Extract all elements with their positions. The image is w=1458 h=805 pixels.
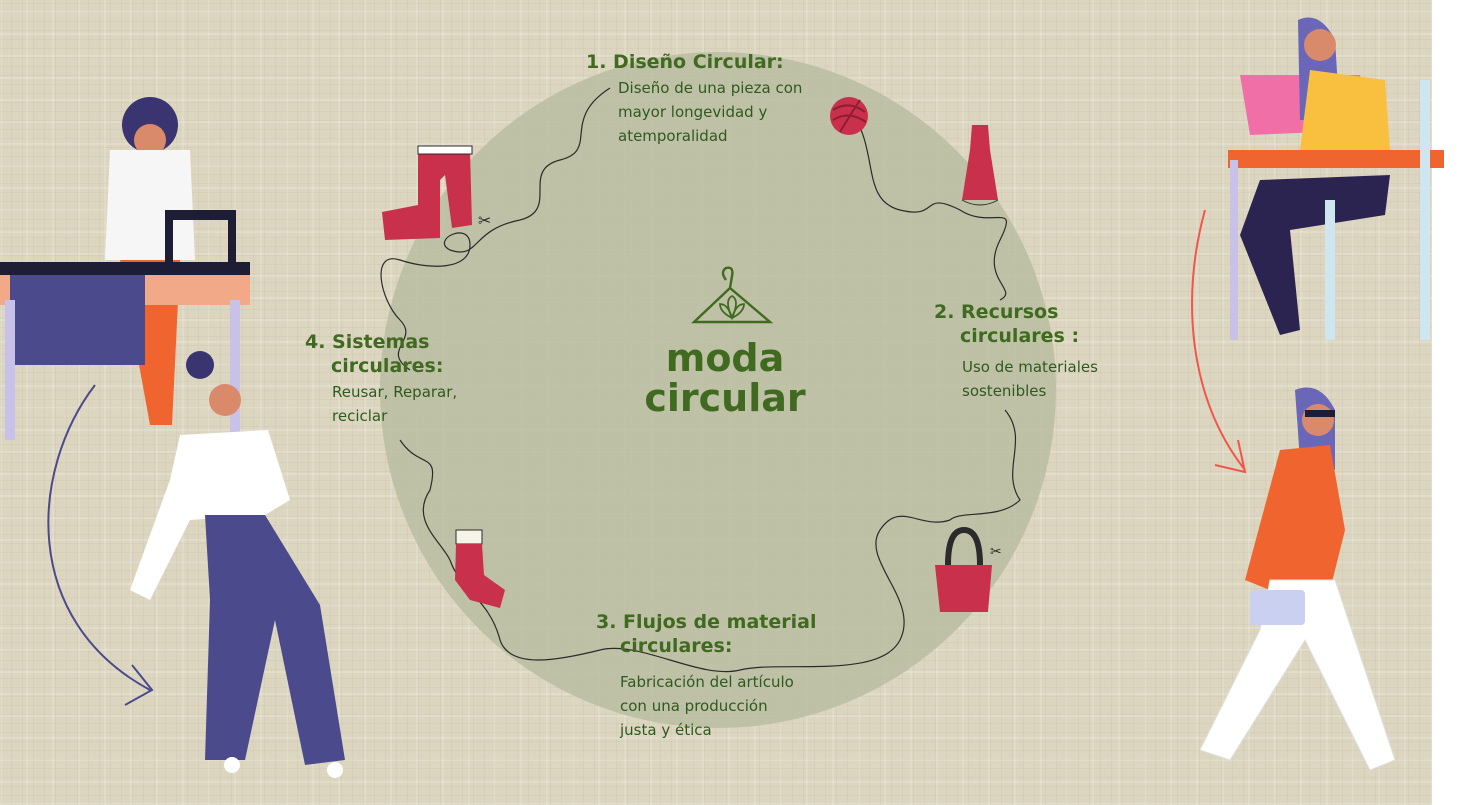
step1-body-line: Diseño de una pieza con: [618, 79, 803, 97]
background-circle: [380, 52, 1056, 728]
step2-body: Uso de materiales sostenibles: [962, 355, 1098, 403]
step4-title: 4. Sistemas circulares:: [305, 330, 443, 378]
step3-title: 3. Flujos de material circulares:: [596, 610, 816, 658]
arrow-right: [1191, 209, 1246, 471]
step2-title-line: 2. Recursos: [934, 301, 1059, 323]
center-title-line2: circular: [644, 376, 806, 420]
thread-line: [399, 439, 601, 661]
thread-line: [380, 87, 611, 371]
step2-title: 2. Recursos circulares :: [934, 300, 1079, 348]
step4-title-line: circulares:: [331, 355, 444, 377]
step1-body: Diseño de una pieza con mayor longevidad…: [618, 76, 802, 148]
standing-woman-illustration: [130, 351, 345, 778]
step4-body-line: reciclar: [332, 407, 388, 425]
center-title: moda circular: [630, 338, 820, 418]
step1-title: 1. Diseño Circular:: [586, 51, 784, 73]
step3-title-line: 3. Flujos de material: [596, 611, 817, 633]
step1-body-line: atemporalidad: [618, 127, 728, 145]
step4-body: Reusar, Reparar, reciclar: [332, 380, 457, 428]
arrow-left: [47, 384, 151, 691]
step4-title-line: 4. Sistemas: [305, 331, 430, 353]
walking-woman-illustration: [1199, 387, 1396, 771]
scissors-icon: ✂: [990, 544, 1002, 560]
step3-body-line: con una producción: [620, 697, 768, 715]
pants-icon: [382, 145, 473, 240]
hanger-leaf-icon: [690, 266, 774, 324]
step2-body-line: Uso de materiales: [962, 358, 1098, 376]
dress-icon: [961, 125, 999, 206]
scissors-icon: ✂: [478, 211, 491, 230]
step1-body-line: mayor longevidad y: [618, 103, 768, 121]
center-title-line1: moda: [665, 336, 785, 380]
yarn-ball-icon: [830, 97, 868, 135]
page-margin: [1432, 0, 1458, 805]
step3-body-line: justa y ética: [620, 721, 712, 739]
step2-body-line: sostenibles: [962, 382, 1047, 400]
thread-line: [599, 409, 1021, 673]
sewing-woman-illustration: [1228, 17, 1444, 340]
sock-icon: [455, 529, 505, 608]
step3-body: Fabricación del artículo con una producc…: [620, 670, 794, 742]
step4-body-line: Reusar, Reparar,: [332, 383, 458, 401]
step2-title-line: circulares :: [960, 325, 1080, 347]
step3-title-line: circulares:: [620, 635, 733, 657]
step3-body-line: Fabricación del artículo: [620, 673, 794, 691]
tailor-woman-illustration: [0, 97, 250, 440]
handbag-icon: [935, 526, 992, 612]
thread-line: [849, 109, 1008, 301]
